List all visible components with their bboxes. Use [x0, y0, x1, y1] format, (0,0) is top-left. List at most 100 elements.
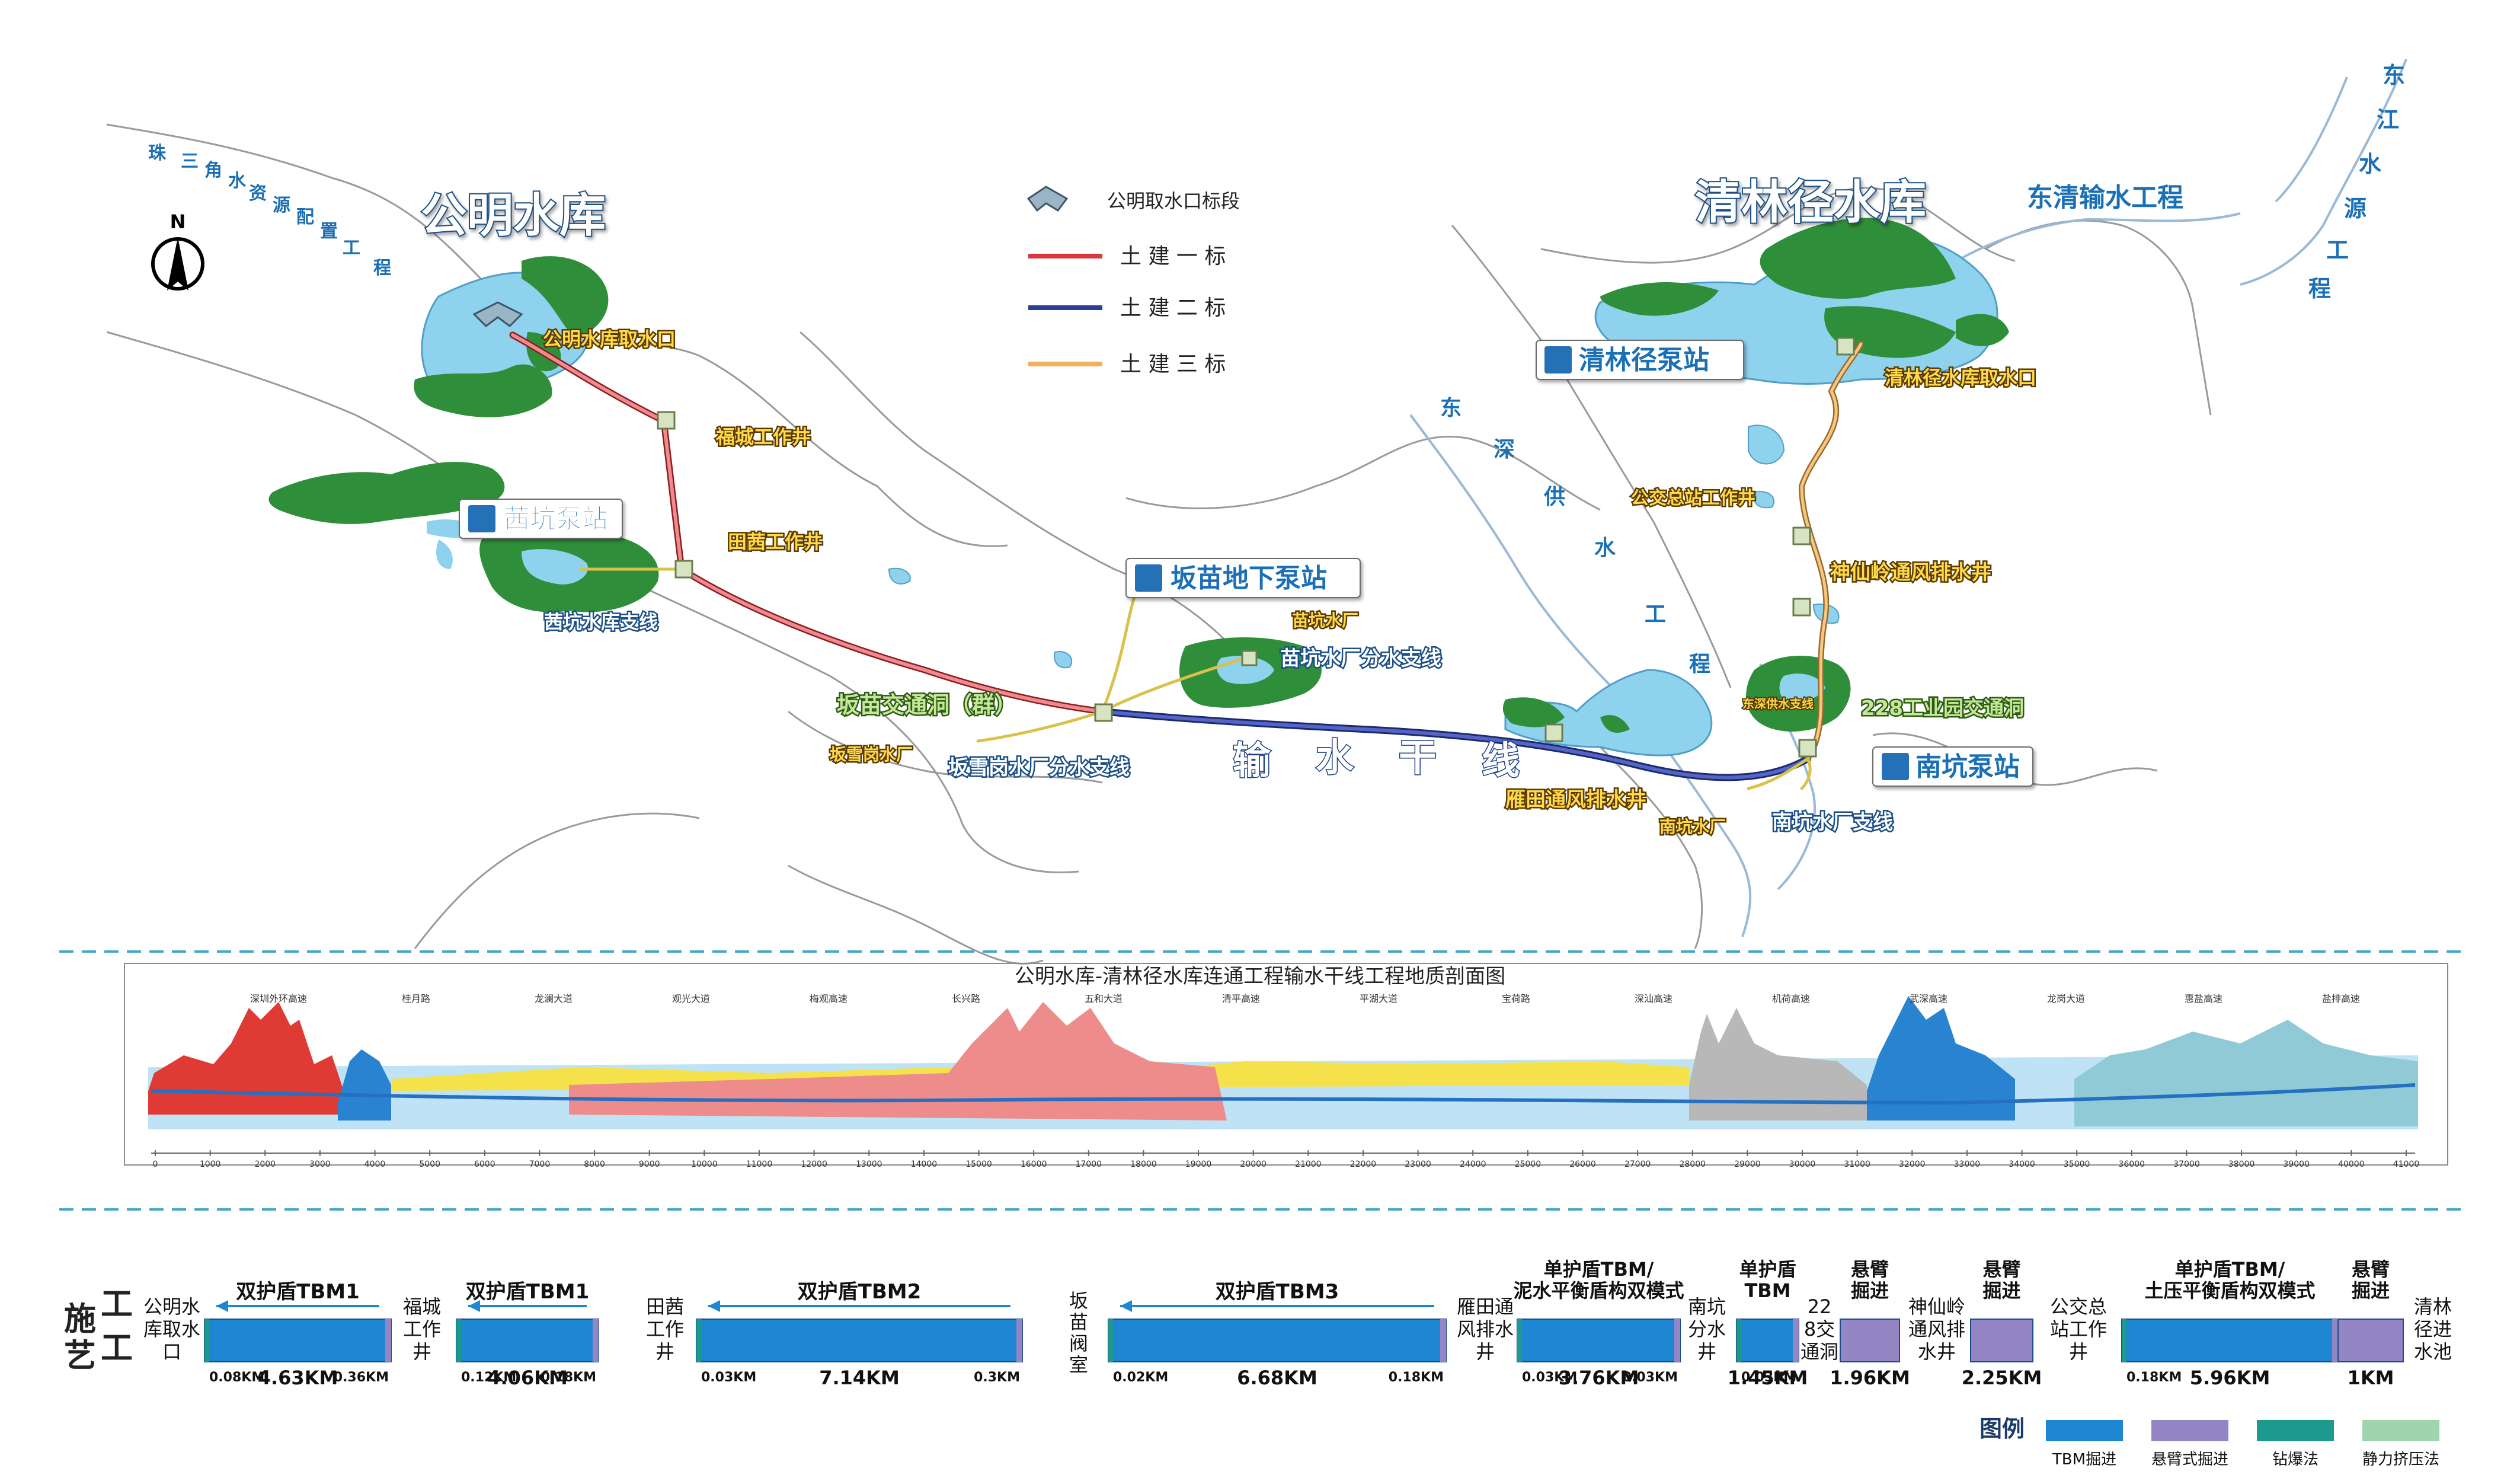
- svg-text:通风排: 通风排: [1908, 1318, 1965, 1340]
- pump-icon: [1135, 564, 1162, 592]
- process-method: 单护盾TBM/: [2175, 1258, 2285, 1281]
- legend-bid1: 土 建 一 标: [1120, 244, 1226, 269]
- svg-text:工作: 工作: [646, 1318, 684, 1340]
- process-title-char: 施: [64, 1300, 96, 1337]
- process-right-distance: 0.18KM: [1389, 1370, 1444, 1385]
- regional-project-char: 水: [228, 171, 247, 191]
- svg-text:阀: 阀: [1069, 1332, 1088, 1355]
- distance-tick: 41000: [2393, 1160, 2420, 1169]
- svg-text:工作: 工作: [403, 1318, 441, 1340]
- svg-text:水井: 水井: [1918, 1340, 1956, 1363]
- distance-tick: 21000: [1295, 1160, 1322, 1169]
- svg-text:井: 井: [2069, 1340, 2088, 1363]
- dongshen-char: 供: [1544, 485, 1565, 509]
- label-miaokeng-plant: 苗坑水厂: [1292, 611, 1358, 630]
- process-method: 单护盾: [1739, 1258, 1796, 1281]
- distance-tick: 34000: [2009, 1160, 2035, 1169]
- label-yantian-shaft: 雁田通风排水井: [1505, 788, 1646, 812]
- distance-tick: 27000: [1624, 1160, 1651, 1169]
- distance-tick: 28000: [1679, 1160, 1706, 1169]
- road-label: 观光大道: [672, 993, 710, 1004]
- process-length: 7.14KM: [819, 1367, 900, 1389]
- process-legend-title: 图例: [1979, 1416, 2025, 1442]
- trunk-line-text: 输水干线: [1232, 736, 1521, 784]
- svg-text:悬臂式掘进: 悬臂式掘进: [2151, 1451, 2228, 1469]
- svg-text:神仙岭: 神仙岭: [1908, 1295, 1965, 1318]
- dongshen-char: 程: [1689, 652, 1710, 676]
- svg-text:雁田通: 雁田通: [1457, 1295, 1514, 1318]
- legend-intake: 公明取水口标段: [1107, 190, 1240, 212]
- distance-tick: 13000: [856, 1160, 882, 1169]
- process-node: 公交总站工作井: [2050, 1295, 2107, 1363]
- process-node: 神仙岭通风排水井: [1908, 1295, 1965, 1363]
- label-banmiao-tunnel: 坂苗交通洞（群）: [837, 692, 1017, 718]
- distance-tick: 2000: [254, 1160, 276, 1169]
- svg-text:库取水: 库取水: [143, 1318, 200, 1340]
- process-method: 双护盾TBM2: [798, 1280, 922, 1304]
- shaft-markers: [657, 337, 1855, 758]
- svg-text:坂苗地下泵站: 坂苗地下泵站: [1171, 563, 1327, 593]
- process-length: 6.68KM: [1237, 1367, 1317, 1389]
- dongqing-project-label: 东清输水工程: [2027, 183, 2183, 213]
- road-label: 机荷高速: [1772, 993, 1810, 1004]
- road-label: 惠盐高速: [2185, 993, 2222, 1004]
- svg-text:公明水: 公明水: [143, 1295, 200, 1318]
- legend-item: TBM掘进: [2046, 1420, 2123, 1469]
- process-length: 3.76KM: [1559, 1367, 1639, 1389]
- legend-bid3: 土 建 三 标: [1120, 352, 1226, 376]
- process-method: 双护盾TBM3: [1216, 1280, 1339, 1304]
- process-length: 5.96KM: [2190, 1367, 2270, 1389]
- road-label: 五和大道: [1085, 993, 1123, 1004]
- road-labels: 深圳外环高速桂月路龙澜大道观光大道梅观高速长兴路五和大道清平高速平湖大道宝荷路深…: [250, 993, 2360, 1004]
- dongjiang-char: 工: [2326, 237, 2349, 263]
- process-nodes: 公明水库取水口福城工作井田茜工作井坂苗阀室雁田通风排水井南坑分水井228交通洞神…: [143, 1289, 2452, 1376]
- process-left-distance: 0.03KM: [1522, 1370, 1577, 1385]
- distance-tick: 26000: [1569, 1160, 1596, 1169]
- north-label: N: [170, 210, 186, 233]
- label-nankeng-branch: 南坑水厂支线: [1772, 810, 1893, 834]
- badge-qlj-pump: 清林径泵站: [1536, 340, 1744, 380]
- process-length: 4.63KM: [258, 1367, 338, 1389]
- dongshen-char: 东: [1440, 396, 1462, 420]
- regional-project-char: 源: [273, 195, 290, 216]
- process-title: 施工艺工: [64, 1285, 133, 1374]
- distance-tick: 17000: [1076, 1160, 1102, 1169]
- svg-text:苗: 苗: [1069, 1311, 1088, 1333]
- dongshen-char: 工: [1645, 602, 1666, 627]
- legend-item: 静力挤压法: [2362, 1420, 2439, 1469]
- process-right-distance: 0.3KM: [974, 1370, 1020, 1385]
- process-method: 悬臂: [1851, 1258, 1889, 1281]
- svg-text:田茜: 田茜: [646, 1295, 684, 1318]
- label-qiankeng-branch: 茜坑水库支线: [544, 611, 658, 633]
- label-tianqian-shaft: 田茜工作井: [728, 531, 823, 553]
- distance-tick: 29000: [1734, 1160, 1761, 1169]
- process-length: 2.25KM: [1962, 1367, 2042, 1389]
- distance-tick: 32000: [1899, 1160, 1926, 1169]
- process-length: 4.06KM: [487, 1367, 568, 1389]
- process-method: 双护盾TBM1: [466, 1280, 590, 1304]
- label-miaokeng-branch: 苗坑水厂分水支线: [1280, 647, 1441, 671]
- process-method: 悬臂: [2352, 1258, 2390, 1281]
- process-right-distance: 0.03KM: [1623, 1370, 1678, 1385]
- svg-text:井: 井: [1697, 1340, 1716, 1363]
- distance-tick: 12000: [801, 1160, 827, 1169]
- distance-tick: 14000: [911, 1160, 938, 1169]
- distance-tick: 22000: [1350, 1160, 1377, 1169]
- label-banxuegang-plant: 坂雪岗水厂: [830, 745, 913, 764]
- trunk-line-char: 水: [1316, 736, 1354, 780]
- svg-text:坂: 坂: [1069, 1289, 1088, 1312]
- reservoir-east-title: 清林径水库: [1695, 176, 1926, 229]
- process-method: 泥水平衡盾构双模式: [1513, 1279, 1684, 1302]
- label-dongshen-branch: 东深供水支线: [1742, 697, 1814, 711]
- process-left-distance: 0.18KM: [2126, 1370, 2182, 1385]
- regional-project-char: 程: [373, 258, 391, 279]
- pipelines: [509, 331, 1864, 790]
